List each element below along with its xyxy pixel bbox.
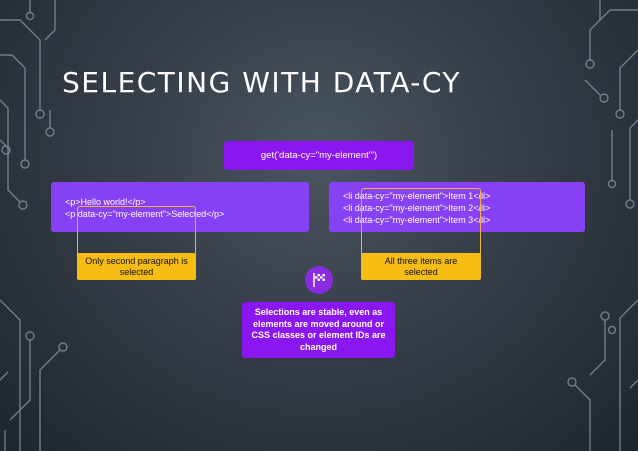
checkered-flag-icon (305, 266, 333, 294)
get-call-box: get('data-cy="my-element"') (224, 141, 414, 170)
right-code-box: <li data-cy="my-element">Item 1</li> <li… (329, 182, 585, 232)
left-note-text: Only second paragraph is selected (85, 255, 188, 277)
left-code-box: <p>Hello world!</p> <p data-cy="my-eleme… (51, 182, 309, 232)
code-line: <li data-cy="my-element">Item 3</li> (343, 215, 491, 225)
summary-box: Selections are stable, even as elements … (242, 302, 395, 358)
slide-title: SELECTING WITH DATA-CY (62, 66, 461, 99)
left-note: Only second paragraph is selected (77, 253, 196, 280)
get-call-text: get('data-cy="my-element"') (260, 150, 378, 161)
code-line: <p data-cy="my-element">Selected</p> (65, 209, 225, 219)
summary-text: Selections are stable, even as elements … (251, 307, 386, 352)
right-note-text: All three items are selected (384, 255, 458, 277)
code-line: <p>Hello world!</p> (65, 197, 146, 207)
code-line: <li data-cy="my-element">Item 1</li> (343, 191, 491, 201)
right-note: All three items are selected (361, 253, 481, 280)
code-line: <li data-cy="my-element">Item 2</li> (343, 203, 491, 213)
